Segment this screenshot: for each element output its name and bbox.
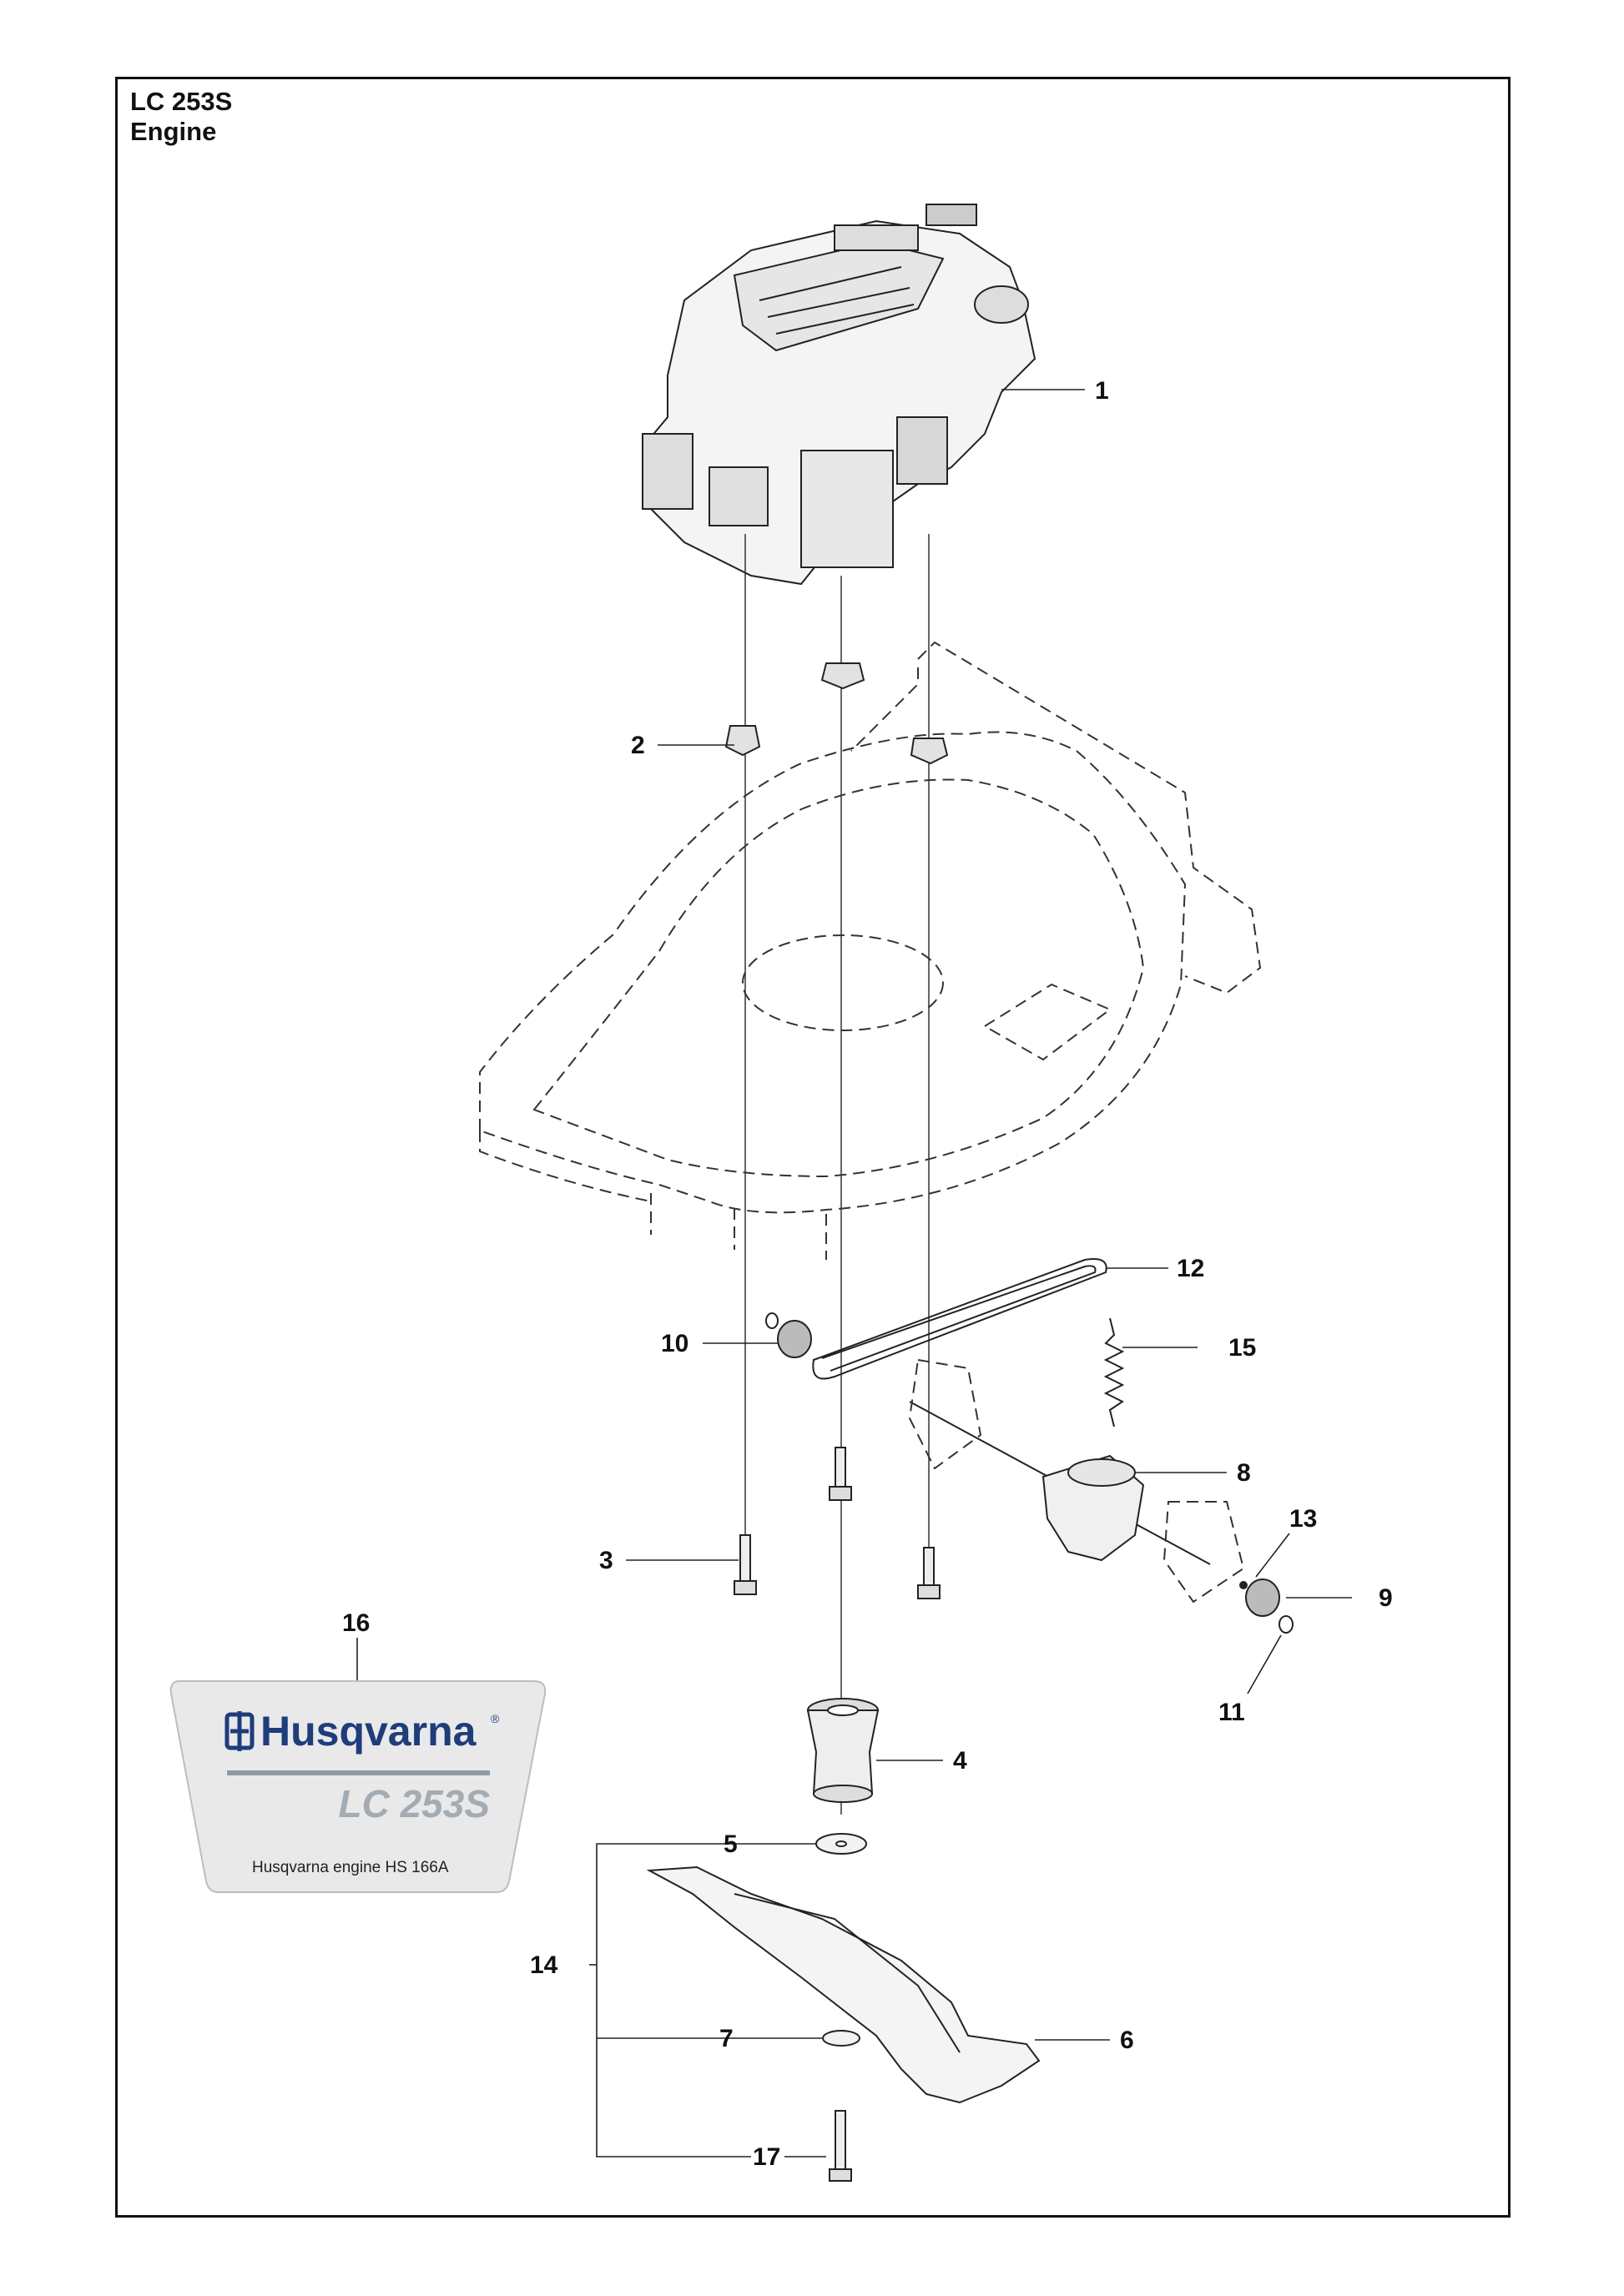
gearbox-axle [908, 1358, 1245, 1604]
leader-lines [356, 744, 1352, 2158]
blade-bolt [829, 2110, 852, 2182]
decal-divider [227, 1770, 490, 1775]
callout-2: 2 [631, 732, 645, 759]
callout-15: 15 [1228, 1334, 1256, 1362]
blade-ridge [734, 1893, 961, 2053]
mower-deck-outline [479, 641, 1262, 1260]
callout-14: 14 [530, 1951, 558, 1979]
callout-10: 10 [661, 1330, 688, 1357]
callout-6: 6 [1120, 2027, 1134, 2054]
callout-13: 13 [1289, 1505, 1317, 1533]
callout-12: 12 [1177, 1255, 1204, 1282]
decal-registered-mark: ® [491, 1712, 500, 1725]
husqvarna-logo-icon [224, 1711, 255, 1751]
engine-assembly [642, 204, 1085, 586]
model-title: LC 253S [130, 87, 233, 116]
decal-model: LC 253S [338, 1782, 490, 1825]
cutting-blade [646, 1866, 1041, 2104]
callout-3: 3 [599, 1547, 613, 1574]
callout-4: 4 [953, 1747, 967, 1775]
spring [1103, 1317, 1125, 1427]
blade-hub [806, 1698, 880, 1803]
model-decal: Husqvarna ® LC 253S Husqvarna engine HS … [169, 1680, 547, 1893]
engine-dampers [724, 662, 949, 765]
callout-8: 8 [1237, 1459, 1251, 1487]
washer-lower [822, 2030, 860, 2047]
callout-5: 5 [724, 1830, 738, 1858]
drive-belt [812, 1258, 1107, 1380]
callout-17: 17 [753, 2143, 780, 2171]
callout-9: 9 [1379, 1584, 1393, 1612]
callout-11: 11 [1218, 1699, 1245, 1726]
decal-brand: Husqvarna [260, 1708, 477, 1755]
callout-7: 7 [719, 2025, 734, 2052]
decal-engine-note: Husqvarna engine HS 166A [252, 1859, 449, 1876]
section-title: Engine [130, 117, 217, 146]
callout-16: 16 [342, 1609, 370, 1637]
drawing-frame [115, 77, 1511, 2218]
callout-labels: 1 2 3 4 5 6 7 8 9 10 11 12 13 14 15 16 1… [342, 377, 1393, 2171]
washer-upper-hole [835, 1840, 847, 1847]
drive-pinions [765, 1312, 1294, 1634]
decal-plate [169, 1680, 547, 1893]
callout-1: 1 [1095, 377, 1109, 405]
engine-bolts [734, 1447, 941, 1599]
